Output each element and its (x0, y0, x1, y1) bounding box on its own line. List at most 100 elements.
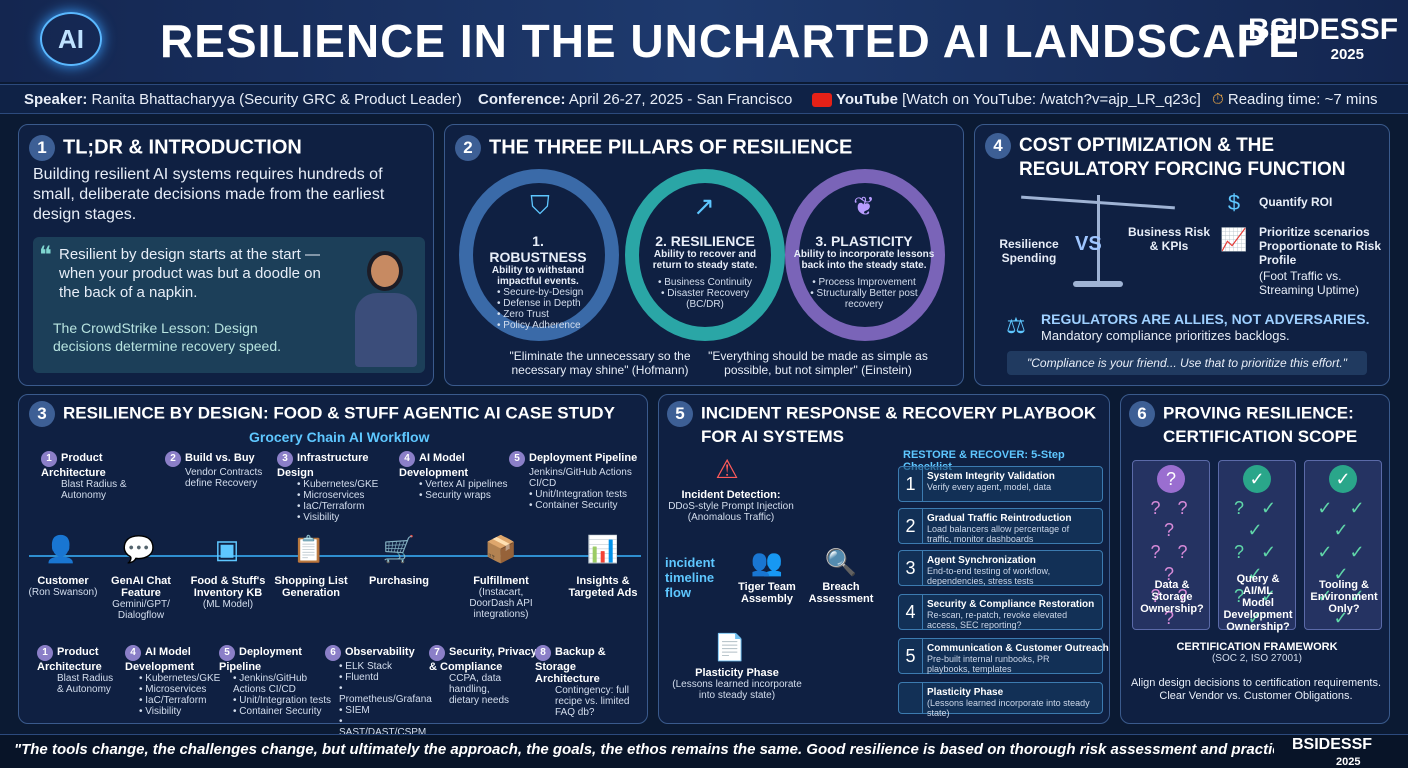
growth-chart-icon: 📈 (1220, 227, 1248, 252)
detect-title: Incident Detection: (681, 489, 781, 501)
breach-assessment: Breach Assessment (805, 581, 877, 605)
einstein-quote: "Everything should be made as simple as … (708, 349, 928, 377)
pillar-name: 3. PLASTICITY (815, 233, 913, 249)
step-desc: • Kubernetes/GKE • Microservices • IaC/T… (297, 479, 379, 523)
logo-text: BSIDESSF (1248, 13, 1399, 46)
versus-label: VS (1075, 233, 1102, 255)
shopping-cart-icon: 🛒 (382, 533, 416, 564)
step-title: System Integrity Validation (927, 471, 1055, 482)
step-number: 5 (509, 451, 525, 467)
flow-desc: Gemini/GPT/ Dialogflow (112, 599, 170, 621)
step-number: 8 (535, 645, 551, 661)
step-title: Backup & Storage Architecture (535, 646, 606, 685)
flow-title: Insights & Targeted Ads (568, 575, 638, 599)
panel-number: 1 (29, 135, 55, 161)
chat-bubble-icon: 💬 (122, 533, 156, 564)
flow-title: Shopping List Generation (274, 575, 348, 599)
step-desc: Re-scan, re-patch, revoke elevated acces… (927, 610, 1068, 630)
team-icon: 👥 (750, 546, 784, 577)
pillar-plasticity: 3. PLASTICITY Ability to incorporate les… (791, 233, 937, 310)
panel-heading: COST OPTIMIZATION & THE (1019, 135, 1275, 157)
step-desc: Contingency: full recipe vs. limited FAQ… (555, 685, 630, 718)
flow-desc: (Ron Swanson) (28, 587, 98, 598)
speaker-name: Ranita Bhattacharyya (Security GRC & Pro… (91, 90, 462, 108)
pillar-name: 2. RESILIENCE (655, 233, 755, 249)
mandatory-compliance: Mandatory compliance prioritizes backlog… (1041, 328, 1290, 343)
flow-title: Fulfillment (473, 575, 529, 587)
panel-tldr-title: 1 TL;DR & INTRODUCTION (29, 135, 302, 161)
hofmann-quote: "Eliminate the unnecessary so the necess… (509, 349, 691, 377)
napkin-quote: Resilient by design starts at the start … (59, 246, 321, 301)
step-number (899, 683, 923, 713)
youtube-link[interactable]: YouTube [Watch on YouTube: /watch?v=ajp_… (812, 91, 1201, 108)
scope-label: Data & Storage Ownership? (1140, 579, 1204, 615)
step-title: AI Model Development (399, 452, 469, 479)
flow-customer: Customer(Ron Swanson) (23, 575, 103, 598)
step-desc: • Jenkins/GitHub Actions CI/CD • Unit/In… (233, 673, 331, 717)
flow-title: Purchasing (369, 575, 429, 587)
step-number: 2 (899, 509, 923, 543)
step-title: Security, Privacy & Compliance (429, 646, 537, 673)
panel-heading: RESILIENCE BY DESIGN: FOOD & STUFF AGENT… (63, 403, 615, 423)
pillar-bullets: • Business Continuity • Disaster Recover… (657, 277, 753, 310)
quote-mark-icon: ❝ (39, 242, 52, 269)
panel-number: 4 (985, 133, 1011, 159)
flow-desc: (Instacart, DoorDash API integrations) (469, 587, 533, 620)
footer-logo-year: 2025 (1336, 756, 1361, 768)
footer-logo: BSIDESSF 2025 (1292, 737, 1372, 768)
step-number: 6 (325, 645, 341, 661)
panel-heading: INCIDENT RESPONSE & RECOVERY PLAYBOOK (701, 403, 1097, 423)
business-risk: Business Risk & KPIs (1127, 225, 1211, 253)
speaker-label: Speaker: (24, 90, 88, 108)
step-desc: Jenkins/GitHub Actions CI/CD • Unit/Inte… (529, 467, 632, 511)
footer-quote: "The tools change, the challenges change… (14, 741, 1274, 758)
scope-label: Tooling & Environment Only? (1310, 579, 1378, 615)
checklist-plasticity: Plasticity Phase(Lessons learned incorpo… (898, 682, 1103, 718)
page-title: RESILIENCE IN THE UNCHARTED AI LANDSCAPE (160, 15, 1300, 67)
flow-shopping-list: Shopping List Generation (271, 575, 351, 599)
detect-desc: DDoS-style Prompt Injection (Anomalous T… (668, 501, 794, 523)
database-box-icon: ▣ (214, 533, 240, 564)
flow-inventory: Food & Stuff's Inventory KB(ML Model) (185, 575, 271, 610)
flow-title: Customer (37, 575, 89, 587)
shield-icon: ⛉ (530, 190, 550, 220)
logo-year: 2025 (1330, 46, 1364, 63)
step-number: 4 (399, 451, 415, 467)
pillar-name: 1. ROBUSTNESS (489, 233, 587, 265)
cert-framework: CERTIFICATION FRAMEWORK(SOC 2, ISO 27001… (1135, 641, 1379, 665)
pillar-desc: Ability to incorporate lessons back into… (793, 249, 935, 271)
panel-heading: TL;DR & INTRODUCTION (63, 136, 302, 159)
plasticity-phase-left: Plasticity Phase(Lessons learned incorpo… (663, 667, 811, 701)
footer-logo-text: BSIDESSF (1292, 736, 1373, 753)
breach-title: Breach Assessment (808, 581, 874, 605)
panel-heading-line2: REGULATORY FORCING FUNCTION (1019, 159, 1346, 180)
pillar-bullets: • Process Improvement • Structurally Bet… (810, 277, 918, 310)
workflow-subtitle: Grocery Chain AI Workflow (249, 429, 430, 445)
step-desc: Pre-built internal runbooks, PR playbook… (927, 654, 1050, 674)
panel-heading-line2: CERTIFICATION SCOPE (1163, 427, 1358, 446)
quantify-roi: Quantify ROI (1259, 195, 1333, 209)
question-icon: ? (1157, 465, 1185, 493)
step-title: Gradual Traffic Reintroduction (927, 513, 1072, 524)
step-desc: (Lessons learned incorporate into steady… (927, 698, 1090, 718)
step-desc: Verify every agent, model, data (927, 482, 1052, 492)
stopwatch-icon: ⏱ (1212, 90, 1224, 108)
magnifier-lock-icon: 🔍 (824, 546, 858, 577)
flow-title: Food & Stuff's Inventory KB (190, 575, 266, 599)
flow-connector-line (29, 555, 641, 557)
alarm-siren-icon: ⚠ (715, 453, 739, 484)
prioritize-example: (Foot Traffic vs. Streaming Uptime) (1259, 269, 1360, 297)
scope-label: Query & AI/ML Model Development Ownershi… (1223, 573, 1293, 633)
step-desc: Vendor Contracts define Recovery (185, 467, 263, 489)
plasticity-title: Plasticity Phase (695, 667, 779, 679)
tiger-team: Tiger Team Assembly (729, 581, 805, 605)
speaker-illustration (355, 247, 417, 367)
